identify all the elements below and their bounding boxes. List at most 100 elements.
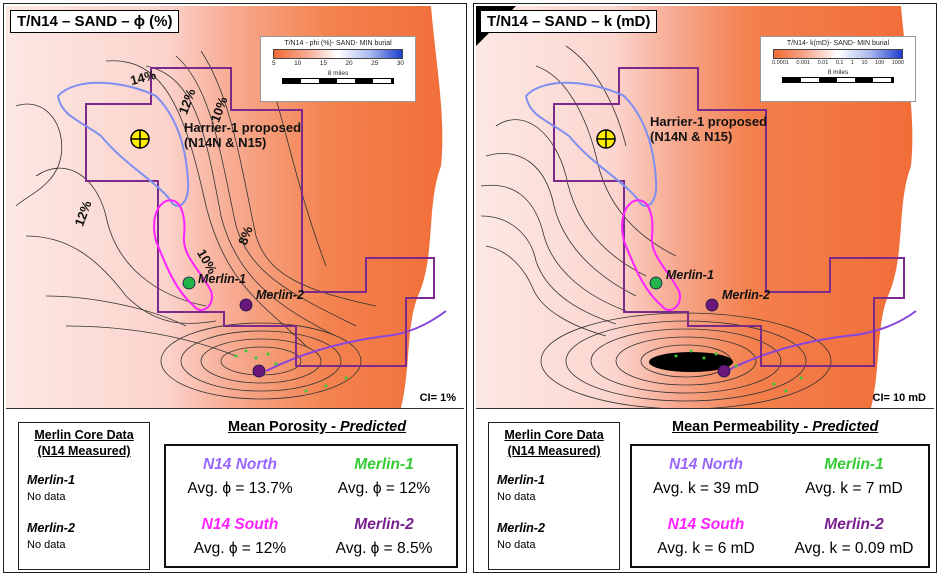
well-dots (674, 349, 803, 393)
fairway-line (725, 310, 917, 372)
porosity-map-title: T/N14 – SAND – ϕ (%) (10, 10, 180, 33)
outside-data-area (871, 6, 934, 408)
permeability-panel: T/N14 – SAND – k (mD) T/N14- k(mD)- SAND… (473, 3, 937, 573)
porosity-panel: T/N14 – SAND – ϕ (%) T/N14 - phi (%)- SA… (3, 3, 467, 573)
contour-interval-label: CI= 10 mD (872, 392, 927, 404)
zone-value-merlin-1: Avg. k = 7 mD (805, 480, 903, 497)
zone-name-n14-north: N14 North (668, 456, 744, 473)
legend-tick: 1 (850, 60, 854, 66)
n14-north-outline (524, 81, 658, 207)
harrier-prospect-label: Harrier-1 proposed (N14N & N15) (650, 114, 767, 144)
legend-color-bar (773, 49, 903, 59)
mean-permeability-box: N14 North Avg. k = 39 mD Merlin-1 Avg. k… (630, 444, 930, 568)
legend-tick: 100 (875, 60, 885, 66)
legend-scale-bar (282, 78, 394, 84)
zone-value-merlin-1: Avg. ϕ = 12% (337, 480, 431, 497)
core-data-title: Merlin Core Data (N14 Measured) (19, 427, 149, 459)
mean-title-suffix: Predicted (340, 419, 407, 435)
harrier-marker-icon[interactable] (130, 129, 150, 149)
core-well-2: Merlin-2 (27, 521, 75, 535)
prospect-line-1: Harrier-1 proposed (650, 114, 768, 129)
porosity-legend: T/N14 - phi (%)- SAND- MIN burial 5 10 1… (260, 36, 416, 102)
core-title-line-1: Merlin Core Data (504, 428, 604, 442)
core-well-2: Merlin-2 (497, 521, 545, 535)
mean-title-prefix: Mean Porosity - (228, 419, 340, 435)
prospect-line-2: (N14N & N15) (184, 135, 267, 150)
mean-title-prefix: Mean Permeability - (672, 419, 813, 435)
legend-tick: 0.001 (796, 60, 811, 66)
core-well-1-value: No data (27, 491, 66, 503)
legend-color-bar (273, 49, 403, 59)
mean-title-suffix: Predicted (812, 419, 879, 435)
fairway-line (265, 310, 447, 372)
merlin-1-well-icon[interactable] (182, 276, 196, 290)
zone-value-n14-south: Avg. ϕ = 12% (193, 540, 287, 557)
harrier-marker-icon[interactable] (596, 129, 616, 149)
zone-name-n14-north: N14 North (202, 456, 278, 473)
legend-tick: 15 (319, 60, 327, 67)
zone-name-merlin-2: Merlin-2 (354, 516, 414, 533)
core-title-line-2: (N14 Measured) (507, 444, 601, 458)
legend-tick: 10 (294, 60, 302, 67)
core-data-box: Merlin Core Data (N14 Measured) Merlin-1… (18, 422, 150, 570)
core-data-box: Merlin Core Data (N14 Measured) Merlin-1… (488, 422, 620, 570)
permeability-legend: T/N14- k(mD)- SAND- MIN burial 0.0001 0.… (760, 36, 916, 102)
n14-south-outline (153, 199, 213, 311)
zone-name-n14-south: N14 South (201, 516, 279, 533)
legend-tick: 1000 (891, 60, 904, 66)
merlin-1-label: Merlin-1 (198, 272, 246, 286)
n14-south-outline (621, 199, 681, 311)
core-well-1: Merlin-1 (27, 473, 75, 487)
mean-porosity-box: N14 North Avg. ϕ = 13.7% Merlin-1 Avg. ϕ… (164, 444, 458, 568)
n14-north-outline (56, 81, 190, 207)
merlin-1-label: Merlin-1 (666, 268, 714, 282)
core-well-2-value: No data (497, 539, 536, 551)
legend-tick: 30 (396, 60, 404, 67)
core-well-1-value: No data (497, 491, 536, 503)
legend-tick: 25 (371, 60, 379, 67)
south-well-icon[interactable] (717, 364, 731, 378)
legend-scale-label: 8 miles (827, 69, 849, 76)
mean-porosity-title: Mean Porosity - Predicted (228, 419, 406, 435)
merlin-1-well-icon[interactable] (649, 276, 663, 290)
zone-value-n14-south: Avg. k = 6 mD (657, 540, 755, 557)
legend-ticks: 0.0001 0.001 0.01 0.1 1 10 100 1000 (772, 60, 904, 66)
merlin-2-label: Merlin-2 (256, 288, 304, 302)
well-dots (234, 349, 348, 393)
license-block-outline (85, 67, 435, 367)
license-block-outline (553, 67, 905, 367)
core-title-line-2: (N14 Measured) (37, 444, 131, 458)
low-perm-core (649, 352, 733, 372)
legend-title: T/N14 - phi (%)- SAND- MIN burial (284, 40, 392, 47)
legend-title: T/N14- k(mD)- SAND- MIN burial (786, 40, 890, 47)
zone-name-merlin-1: Merlin-1 (824, 456, 884, 473)
legend-tick: 0.1 (835, 60, 844, 66)
porosity-contours (15, 50, 377, 400)
south-well-icon[interactable] (252, 364, 266, 378)
legend-tick: 0.01 (817, 60, 829, 66)
legend-tick: 20 (345, 60, 353, 67)
zone-value-n14-north: Avg. ϕ = 13.7% (187, 480, 293, 497)
harrier-prospect-label: Harrier-1 proposed (N14N & N15) (184, 120, 301, 150)
prospect-line-2: (N14N & N15) (650, 129, 733, 144)
legend-ticks: 5 10 15 20 25 30 (272, 60, 404, 67)
zone-name-merlin-1: Merlin-1 (354, 456, 414, 473)
legend-scale-bar (782, 77, 894, 83)
core-well-2-value: No data (27, 539, 66, 551)
zone-name-n14-south: N14 South (667, 516, 745, 533)
legend-tick: 0.0001 (772, 60, 789, 66)
merlin-2-well-icon[interactable] (705, 298, 719, 312)
legend-scale-label: 8 miles (327, 70, 349, 77)
permeability-map[interactable]: T/N14 – SAND – k (mD) T/N14- k(mD)- SAND… (476, 6, 934, 409)
core-title-line-1: Merlin Core Data (34, 428, 134, 442)
prospect-line-1: Harrier-1 proposed (184, 120, 302, 135)
permeability-map-title: T/N14 – SAND – k (mD) (480, 10, 658, 33)
merlin-2-label: Merlin-2 (722, 288, 770, 302)
zone-value-merlin-2: Avg. ϕ = 8.5% (335, 540, 433, 557)
core-well-1: Merlin-1 (497, 473, 545, 487)
zone-value-n14-north: Avg. k = 39 mD (652, 480, 760, 497)
core-data-title: Merlin Core Data (N14 Measured) (489, 427, 619, 459)
porosity-map[interactable]: T/N14 – SAND – ϕ (%) T/N14 - phi (%)- SA… (6, 6, 464, 409)
merlin-2-well-icon[interactable] (239, 298, 253, 312)
legend-tick: 10 (861, 60, 868, 66)
